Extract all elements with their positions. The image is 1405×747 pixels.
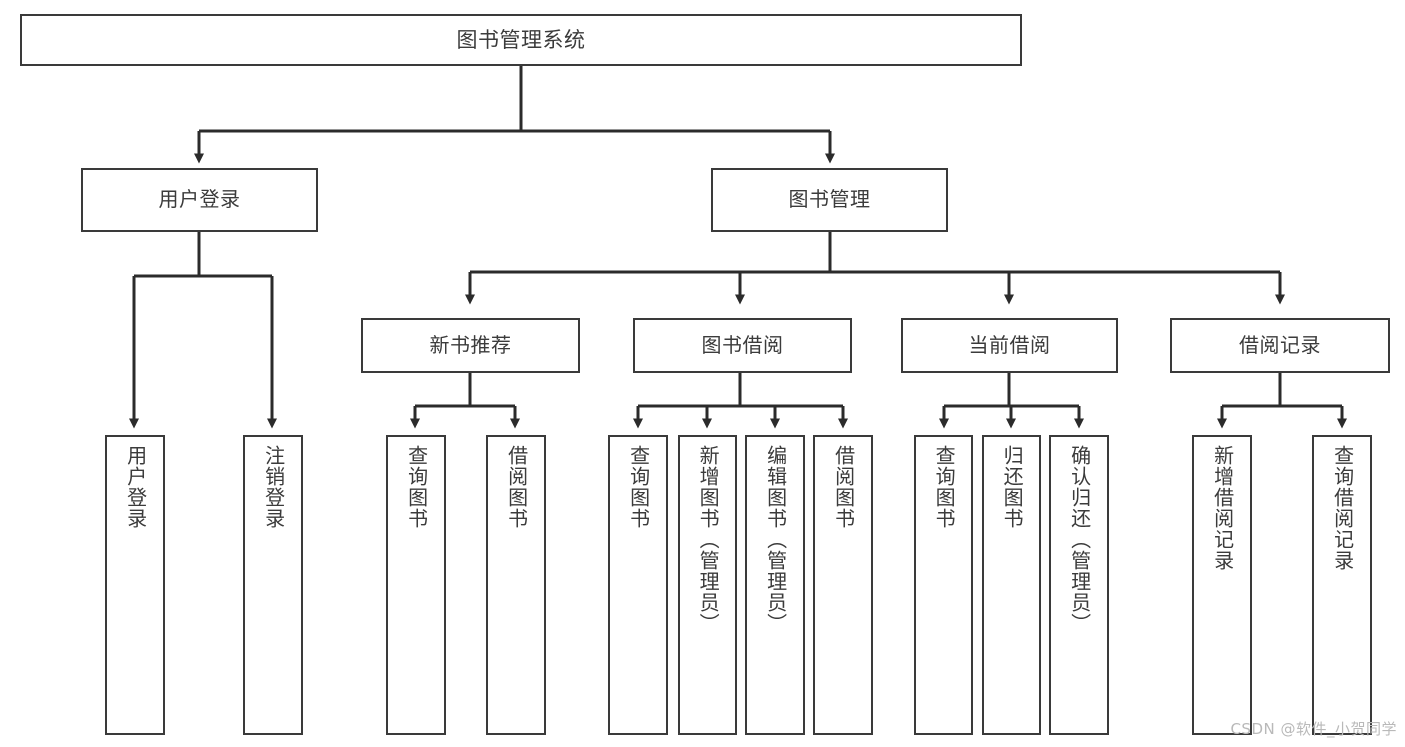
leaf-return-book[interactable]: 归还图书 [982, 435, 1041, 735]
node-current-borrow-label: 当前借阅 [968, 332, 1051, 357]
leaf-return-book-label: 归还图书 [1000, 445, 1025, 529]
node-book-borrow[interactable]: 图书借阅 [633, 318, 852, 373]
leaf-query-book-3-label: 查询图书 [932, 445, 957, 529]
leaf-query-book-2-label: 查询图书 [626, 445, 651, 529]
node-root[interactable]: 图书管理系统 [20, 14, 1022, 66]
leaf-query-book-3[interactable]: 查询图书 [914, 435, 973, 735]
node-user-login[interactable]: 用户登录 [81, 168, 318, 232]
leaf-query-book-2[interactable]: 查询图书 [608, 435, 668, 735]
leaf-user-logout[interactable]: 注销登录 [243, 435, 303, 735]
leaf-user-login-label: 用户登录 [123, 445, 148, 529]
leaf-confirm-return[interactable]: 确认归还（管理员） [1049, 435, 1109, 735]
node-book-manage[interactable]: 图书管理 [711, 168, 948, 232]
leaf-query-book-1[interactable]: 查询图书 [386, 435, 446, 735]
leaf-edit-book[interactable]: 编辑图书（管理员） [745, 435, 805, 735]
leaf-add-book[interactable]: 新增图书（管理员） [678, 435, 737, 735]
leaf-add-record[interactable]: 新增借阅记录 [1192, 435, 1252, 735]
leaf-borrow-book-1-label: 借阅图书 [504, 445, 529, 529]
node-borrow-record-label: 借阅记录 [1239, 332, 1321, 357]
node-user-login-label: 用户登录 [158, 187, 241, 212]
node-new-book-rec[interactable]: 新书推荐 [361, 318, 580, 373]
leaf-query-record[interactable]: 查询借阅记录 [1312, 435, 1372, 735]
leaf-query-book-1-label: 查询图书 [404, 445, 429, 529]
leaf-add-book-label: 新增图书（管理员） [696, 445, 721, 634]
csdn-watermark: CSDN @软件_小贺同学 [1230, 720, 1397, 738]
node-root-label: 图书管理系统 [456, 27, 586, 52]
leaf-edit-book-label: 编辑图书（管理员） [763, 445, 788, 634]
node-borrow-record[interactable]: 借阅记录 [1170, 318, 1390, 373]
leaf-query-record-label: 查询借阅记录 [1330, 445, 1355, 571]
leaf-borrow-book-2[interactable]: 借阅图书 [813, 435, 873, 735]
node-book-borrow-label: 图书借阅 [701, 332, 784, 357]
leaf-add-record-label: 新增借阅记录 [1210, 445, 1235, 571]
node-book-manage-label: 图书管理 [788, 187, 871, 212]
node-new-book-rec-label: 新书推荐 [429, 332, 512, 357]
node-current-borrow[interactable]: 当前借阅 [901, 318, 1118, 373]
leaf-borrow-book-1[interactable]: 借阅图书 [486, 435, 546, 735]
leaf-user-login[interactable]: 用户登录 [105, 435, 165, 735]
leaf-confirm-return-label: 确认归还（管理员） [1067, 445, 1092, 634]
leaf-user-logout-label: 注销登录 [261, 445, 286, 529]
leaf-borrow-book-2-label: 借阅图书 [831, 445, 856, 529]
